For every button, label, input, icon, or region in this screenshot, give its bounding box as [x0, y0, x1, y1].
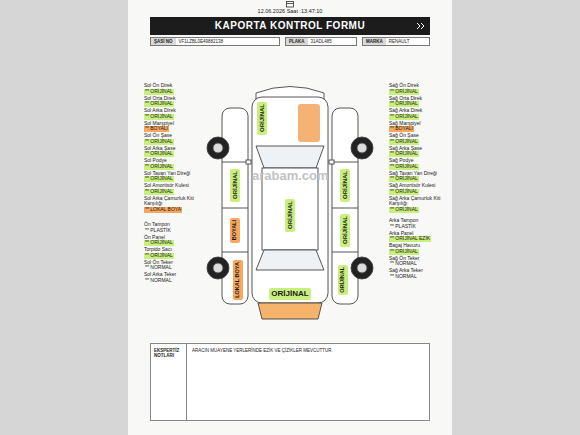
paper-sheet [128, 0, 452, 435]
chevron-icon [417, 23, 424, 29]
watermark-area: arabam.com [252, 169, 328, 184]
field-value: RENAULT [386, 38, 413, 45]
status-value: ** ORİJİNAL [389, 114, 419, 120]
status-value: ** NORMAL [144, 265, 173, 271]
status-value: ** NORMAL [389, 261, 418, 267]
door-panel: ORİJİNAL [230, 169, 240, 202]
status-value: ** ORİJİNAL [389, 189, 419, 195]
status-value: ** ORİJİNAL [144, 151, 174, 157]
status-value: ** ORİJİNAL [144, 176, 174, 182]
status-value: ** NORMAL [389, 274, 418, 280]
status-value: ** ORİJİNAL [144, 189, 174, 195]
panel-status: ORİJİNAL [342, 171, 348, 199]
status-value: ** ORİJİNAL [389, 164, 419, 170]
notes-box: EKSPERTİZ NOTLARIARACIN MUAYENE YERLERİN… [150, 343, 430, 421]
trunk-panel: ORİJİNAL [269, 288, 311, 300]
status-value: ** ORİJİNAL [144, 89, 174, 95]
part-list: Ön Tampon** PLASTİKÖn Panel** ORİJİNALTo… [144, 222, 204, 285]
panel-status: LOKAL BOYA [235, 262, 241, 298]
panel-status: ORİJİNAL [287, 201, 293, 229]
plate-box: PLAKA31ADL485 [285, 37, 357, 46]
status-value: ** PLASTİK [144, 228, 172, 234]
part-name: Sağ Arka Çamurluk Kiti Karşılığı [389, 196, 449, 208]
date-area: 12.06.2026 Saat :13:47:10 [250, 8, 330, 14]
status-value: ** ORİJİNAL [389, 249, 419, 255]
status-value: ** ORİJİNAL [144, 139, 174, 145]
field-label: MARKA [363, 38, 386, 45]
status-value: ** ORİJİNAL [144, 240, 174, 246]
panel-status: ORİJİNAL [271, 290, 308, 298]
panel-status: ORİJİNAL [340, 267, 346, 293]
status-value: ** ORİJİNAL [389, 176, 419, 182]
field-label: PLAKA [286, 38, 308, 45]
car-diagram [207, 87, 373, 320]
status-value: ** ORİJİNAL [389, 207, 419, 213]
status-value: ** LOKAL BOYA [144, 207, 182, 213]
panel-status: BOYALI [232, 220, 238, 240]
watermark: arabam.com [252, 169, 328, 184]
status-value: ** PLASTİK [389, 224, 417, 230]
fender-panel: LOKAL BOYA [233, 260, 243, 300]
panel-status: ORİJİNAL [342, 216, 348, 244]
brand-box: MARKARENAULT [362, 37, 430, 46]
status-value: ** ORİJİNAL [389, 139, 419, 145]
status-value: ** NORMAL [144, 278, 173, 284]
door-panel: ORİJİNAL [340, 169, 350, 202]
field-value: 31ADL485 [308, 38, 335, 45]
chassis-box: ŞASİ NOVF1LZBL0E49882138 [150, 37, 280, 46]
notes-text: ARACIN MUAYENE YERLERİNDE EZİK VE ÇİZİKL… [187, 344, 338, 420]
status-value: ** BOYALI [144, 126, 169, 132]
panel-status: ORİJİNAL [232, 171, 238, 199]
roof-panel: ORİJİNAL [285, 199, 295, 232]
fender-panel: ORİJİNAL [338, 265, 348, 295]
calendar-icon [287, 2, 294, 8]
status-value: ** ORİJİNAL [389, 89, 419, 95]
hood-panel: ORİJİNAL [257, 102, 267, 135]
door-panel: ORİJİNAL [340, 214, 350, 247]
notes-heading: EKSPERTİZ NOTLARI [151, 344, 187, 420]
status-value: ** ORİJİNAL [389, 101, 419, 107]
status-value: ** ORİJİNAL [144, 253, 174, 259]
part-name: Sol Arka Çamurluk Kiti Karşılığı [144, 196, 204, 208]
status-value: ** ORİJİNAL [144, 114, 174, 120]
part-list: Sağ Ön Direk** ORİJİNALSağ Orta Direk** … [389, 83, 449, 214]
part-list: Arka Tampon** PLASTİKArka Panel** ORİJİN… [389, 218, 449, 281]
status-value: ** ORİJİNAL [144, 164, 174, 170]
form-title: KAPORTA KONTROL FORMU [150, 17, 430, 35]
status-value: ** BOYALI [389, 126, 414, 132]
door-panel: BOYALI [230, 218, 240, 243]
field-label: ŞASİ NO [151, 38, 176, 45]
status-value: ** ORİJİNAL EZİK [389, 236, 431, 242]
field-value: VF1LZBL0E49882138 [176, 38, 227, 45]
title-band [150, 17, 430, 35]
date-time: 12.06.2026 Saat :13:47:10 [250, 8, 330, 14]
panel-status: ORİJİNAL [259, 104, 265, 132]
part-list: Sol Ön Direk** ORİJİNALSol Orta Direk** … [144, 83, 204, 214]
status-value: ** ORİJİNAL [389, 151, 419, 157]
status-value: ** ORİJİNAL [144, 101, 174, 107]
